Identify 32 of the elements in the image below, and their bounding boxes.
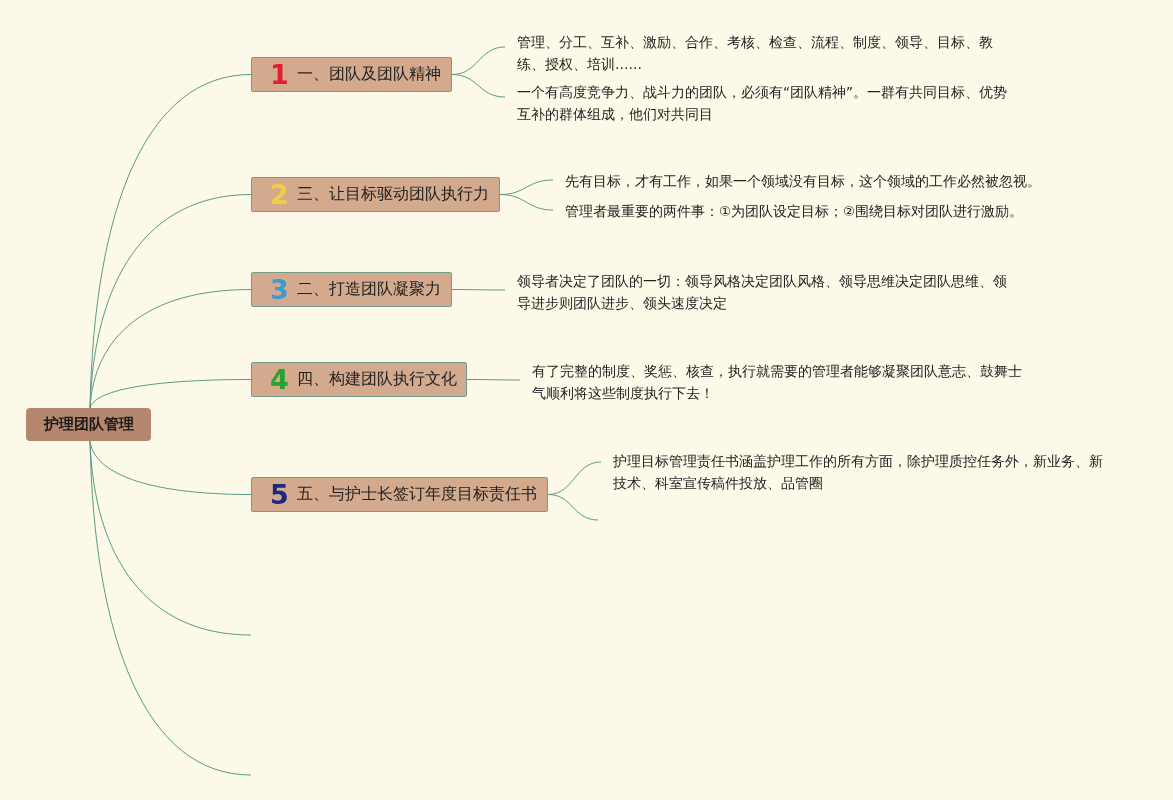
topic-label: 五、与护士长签订年度目标责任书 (296, 484, 537, 505)
note-text: 领导者决定了团队的一切：领导风格决定团队风格、领导思维决定团队思维、领导进步则团队进步、领头速度决定 (505, 270, 1015, 314)
connector-line (451, 289, 506, 291)
topic-label: 四、构建团队执行文化 (296, 369, 457, 390)
connector-line (451, 74, 506, 98)
topic-label: 二、打造团队凝聚力 (296, 279, 441, 300)
note-text: 护理目标管理责任书涵盖护理工作的所有方面，除护理质控任务外，新业务、新技术、科室宣传稿件投放、品管圈 (601, 450, 1111, 494)
topic-box (251, 177, 500, 212)
number-label: 4 (270, 366, 289, 393)
note-text: 一个有高度竞争力、战斗力的团队，必须有“团队精神”。一群有共同目标、优势互补的群体组成，他们对共同目 (505, 81, 1015, 125)
connector-line (89, 379, 252, 409)
number-label: 3 (270, 276, 289, 303)
number-label: 2 (270, 181, 289, 208)
topic-box (251, 477, 548, 512)
topic-label: 一、团队及团队精神 (296, 64, 441, 85)
number-label: 5 (270, 481, 289, 508)
connector-line (499, 194, 554, 211)
topic-box (251, 272, 452, 307)
topic-box (251, 57, 452, 92)
connector-line (89, 194, 252, 409)
note-text: 管理者最重要的两件事：①为团队设定目标；②围绕目标对团队进行激励。 (553, 200, 1053, 222)
note-text: 有了完整的制度、奖惩、核查，执行就需要的管理者能够凝聚团队意志、鼓舞士气顺利将这些制度执行下去！ (520, 360, 1030, 404)
topic-box (251, 362, 467, 397)
topic-label: 三、让目标驱动团队执行力 (296, 184, 489, 205)
connector-line (89, 289, 252, 409)
connector-line (466, 379, 521, 381)
number-label: 1 (270, 61, 289, 88)
note-text: 管理、分工、互补、激励、合作、考核、检查、流程、制度、领导、目标、教练、授权、培训…… (505, 31, 1005, 75)
root-topic: 护理团队管理 (26, 408, 151, 441)
connector-line (547, 494, 599, 521)
note-text: 先有目标，才有工作，如果一个领域没有目标，这个领域的工作必然被忽视。 (553, 170, 1053, 192)
connector-line (89, 440, 252, 776)
